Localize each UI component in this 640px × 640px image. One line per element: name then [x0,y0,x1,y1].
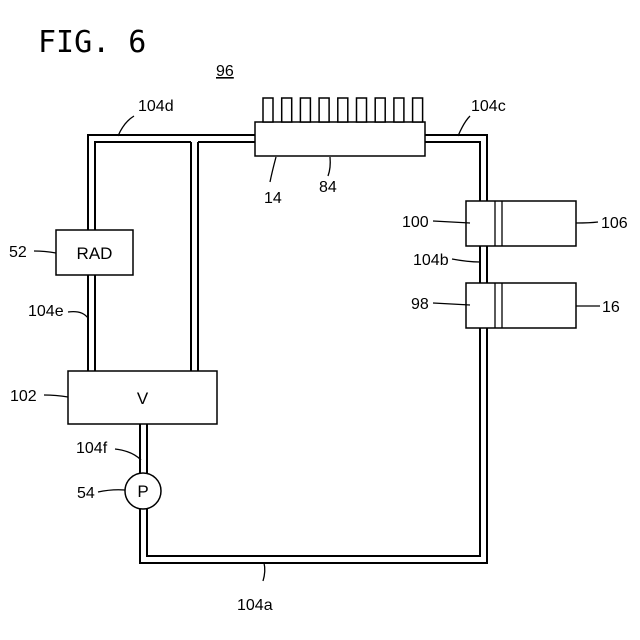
stack [255,98,425,156]
radiator-label: RAD [77,244,113,263]
stack-fin [394,98,404,122]
figure-title: FIG. 6 [38,25,146,60]
label-104c: 104c [471,98,506,115]
label-54: 54 [77,485,95,502]
label-106: 106 [601,215,628,232]
label-104e: 104e [28,303,64,320]
label-98: 98 [411,296,429,313]
radiator: RAD [56,230,133,275]
reference-labels: 104d 104c 14 84 52 104e 102 104f 54 104a… [9,98,628,614]
stack-fin [375,98,385,122]
pump-label: P [137,482,148,501]
stack-fin [319,98,329,122]
stack-fins [263,98,423,122]
label-100: 100 [402,214,429,231]
pump: P [125,473,161,509]
stack-base [255,122,425,156]
upper-unit [466,201,576,246]
system-reference: 96 [216,63,234,80]
stack-fin [413,98,423,122]
label-104b: 104b [413,252,449,269]
stack-fin [300,98,310,122]
leader-lines [34,116,600,581]
label-84: 84 [319,179,337,196]
valve-label: V [137,389,149,408]
label-52: 52 [9,244,27,261]
label-14: 14 [264,190,282,207]
label-16: 16 [602,299,620,316]
label-102: 102 [10,388,37,405]
label-104f: 104f [76,440,108,457]
stack-fin [282,98,292,122]
valve: V [68,371,217,424]
label-104a: 104a [237,597,273,614]
lower-unit [466,283,576,328]
stack-fin [357,98,367,122]
stack-fin [338,98,348,122]
label-104d: 104d [138,98,174,115]
stack-fin [263,98,273,122]
